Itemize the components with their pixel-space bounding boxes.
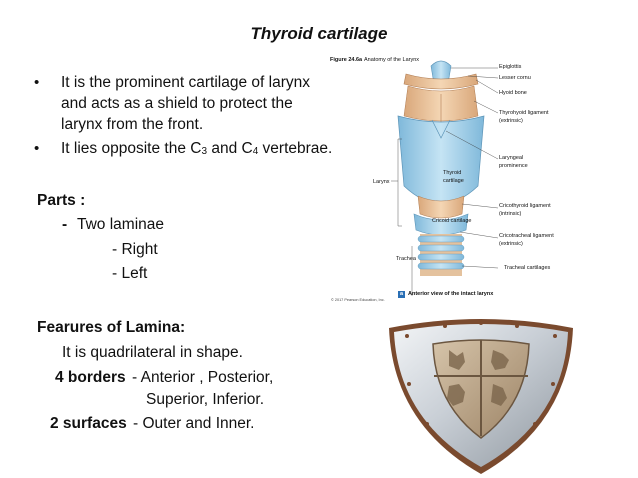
panel-letter-badge: a [398, 291, 405, 298]
figure-number: Figure 24.6a [330, 57, 363, 63]
label-cricothyroid: Cricothyroid ligament [499, 203, 551, 209]
borders-text: - Anterior , Posterior, [132, 369, 274, 386]
label-tracheal-cartilages: Tracheal cartilages [504, 265, 551, 271]
bullet-dot-icon: • [34, 140, 40, 157]
label-cartilage: cartilage [443, 178, 464, 184]
label-larynx: Larynx [373, 179, 390, 185]
bullet-item: • It lies opposite the C3 and C4 vertebr… [34, 138, 334, 161]
label-lesser-cornu: Lesser cornu [499, 75, 531, 81]
label-thyrohyoid: Thyrohyoid ligament [499, 110, 549, 116]
features-heading: Fearures of Lamina: [37, 319, 186, 336]
figure-title: Anatomy of the Larynx [364, 57, 420, 63]
label-cricoid: Cricoid cartilage [432, 218, 472, 224]
parts-right: - Right [112, 241, 158, 258]
label-laryngeal: Laryngeal [499, 155, 524, 161]
vertebra-number: 3 [201, 146, 208, 157]
label-cricotracheal-type: (extrinsic) [499, 241, 523, 247]
parts-left: - Left [112, 265, 148, 282]
bullet-text: It is the prominent cartilage of larynx … [61, 74, 310, 133]
bullet-text-mid: and C [207, 140, 253, 157]
label-hyoid-bone: Hyoid bone [499, 90, 527, 96]
bullet-text-pre: It lies opposite the C [61, 140, 202, 157]
surfaces-text: - Outer and Inner. [133, 415, 255, 432]
parts-dash: - [62, 216, 68, 233]
label-trachea: Trachea [396, 256, 416, 262]
features-shape: It is quadrilateral in shape. [62, 344, 243, 361]
borders-label: 4 borders [55, 369, 126, 386]
shield-image [389, 319, 573, 474]
surfaces-label: 2 surfaces [50, 415, 127, 432]
label-thyroid: Thyroid [443, 170, 462, 176]
parts-heading: Parts : [37, 192, 86, 209]
copyright-text: © 2017 Pearson Education, Inc. [331, 298, 385, 302]
slide-title: Thyroid cartilage [250, 24, 388, 43]
parts-laminae: Two laminae [77, 216, 165, 233]
label-epiglottis: Epiglottis [499, 64, 522, 70]
borders-text-cont: Superior, Inferior. [146, 391, 265, 408]
panel-caption: Anterior view of the intact larynx [408, 291, 494, 297]
label-cricotracheal: Cricotracheal ligament [499, 233, 554, 239]
bullet-list: • It is the prominent cartilage of laryn… [34, 72, 334, 164]
label-cricothyroid-type: (intrinsic) [499, 211, 522, 217]
label-prominence: prominence [499, 163, 528, 169]
bullet-dot-icon: • [34, 74, 40, 91]
bullet-item: • It is the prominent cartilage of laryn… [34, 72, 334, 135]
larynx-illustration [391, 60, 499, 296]
label-thyrohyoid-type: (extrinsic) [499, 118, 523, 124]
bullet-text-post: vertebrae. [258, 140, 333, 157]
vertebra-number: 4 [252, 146, 259, 157]
